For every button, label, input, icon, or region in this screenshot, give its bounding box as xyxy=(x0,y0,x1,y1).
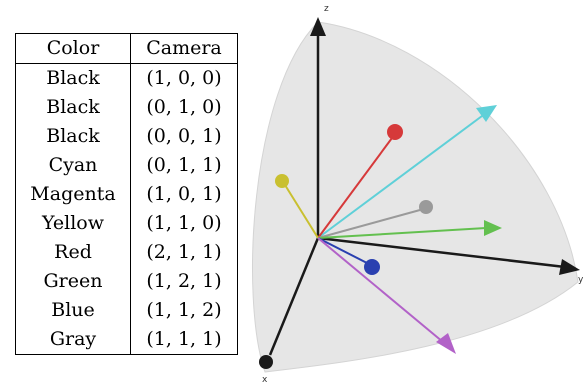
camera-cell: (0, 0, 1) xyxy=(130,122,238,151)
y-axis-label: y xyxy=(578,275,584,285)
camera-cell: (1, 1, 1) xyxy=(130,325,238,355)
color-cell: Cyan xyxy=(15,151,131,180)
camera-cell: (1, 1, 2) xyxy=(130,296,238,325)
table-row: Red(2, 1, 1) xyxy=(15,238,238,267)
color-cell: Black xyxy=(15,63,131,93)
table-row: Magenta(1, 0, 1) xyxy=(15,180,238,209)
table-row: Black(0, 1, 0) xyxy=(15,93,238,122)
yellow-vector xyxy=(275,174,319,239)
table-row: Yellow(1, 1, 0) xyxy=(15,209,238,238)
camera-cell: (1, 1, 0) xyxy=(130,209,238,238)
x-axis-cone xyxy=(259,355,273,369)
camera-cell: (1, 0, 1) xyxy=(130,180,238,209)
camera-cell: (1, 2, 1) xyxy=(130,267,238,296)
green-vector xyxy=(317,220,502,239)
z-axis-label: z xyxy=(324,4,329,14)
color-cell: Magenta xyxy=(15,180,131,209)
x-axis: x xyxy=(259,237,320,382)
red-vector xyxy=(317,124,403,239)
camera-cell: (0, 1, 0) xyxy=(130,93,238,122)
color-cell: Yellow xyxy=(15,209,131,238)
table-row: Black(1, 0, 0) xyxy=(15,63,238,93)
blue-vector xyxy=(317,237,380,275)
table-row: Gray(1, 1, 1) xyxy=(15,325,238,355)
table-row: Green(1, 2, 1) xyxy=(15,267,238,296)
color-cell: Blue xyxy=(15,296,131,325)
gray-vector xyxy=(317,200,433,239)
camera-cell: (0, 1, 1) xyxy=(130,151,238,180)
z-axis: z xyxy=(310,4,329,238)
table-row: Black(0, 0, 1) xyxy=(15,122,238,151)
color-cell: Black xyxy=(15,93,131,122)
magenta-vector xyxy=(317,237,456,354)
camera-cell: (2, 1, 1) xyxy=(130,238,238,267)
camera-color-table: Color Camera Black(1, 0, 0) Black(0, 1, … xyxy=(15,33,238,355)
y-axis: y xyxy=(317,236,584,285)
camera-cell: (1, 0, 0) xyxy=(130,63,238,93)
cyan-vector xyxy=(317,105,497,239)
x-axis-label: x xyxy=(262,375,268,382)
table-row: Cyan(0, 1, 1) xyxy=(15,151,238,180)
table-row: Blue(1, 1, 2) xyxy=(15,296,238,325)
column-header-color: Color xyxy=(15,33,131,64)
color-cell: Gray xyxy=(15,325,131,355)
color-cell: Green xyxy=(15,267,131,296)
color-cell: Red xyxy=(15,238,131,267)
table-header-row: Color Camera xyxy=(15,33,238,64)
sphere-octant xyxy=(252,21,579,373)
color-cell: Black xyxy=(15,122,131,151)
column-header-camera: Camera xyxy=(130,33,238,64)
